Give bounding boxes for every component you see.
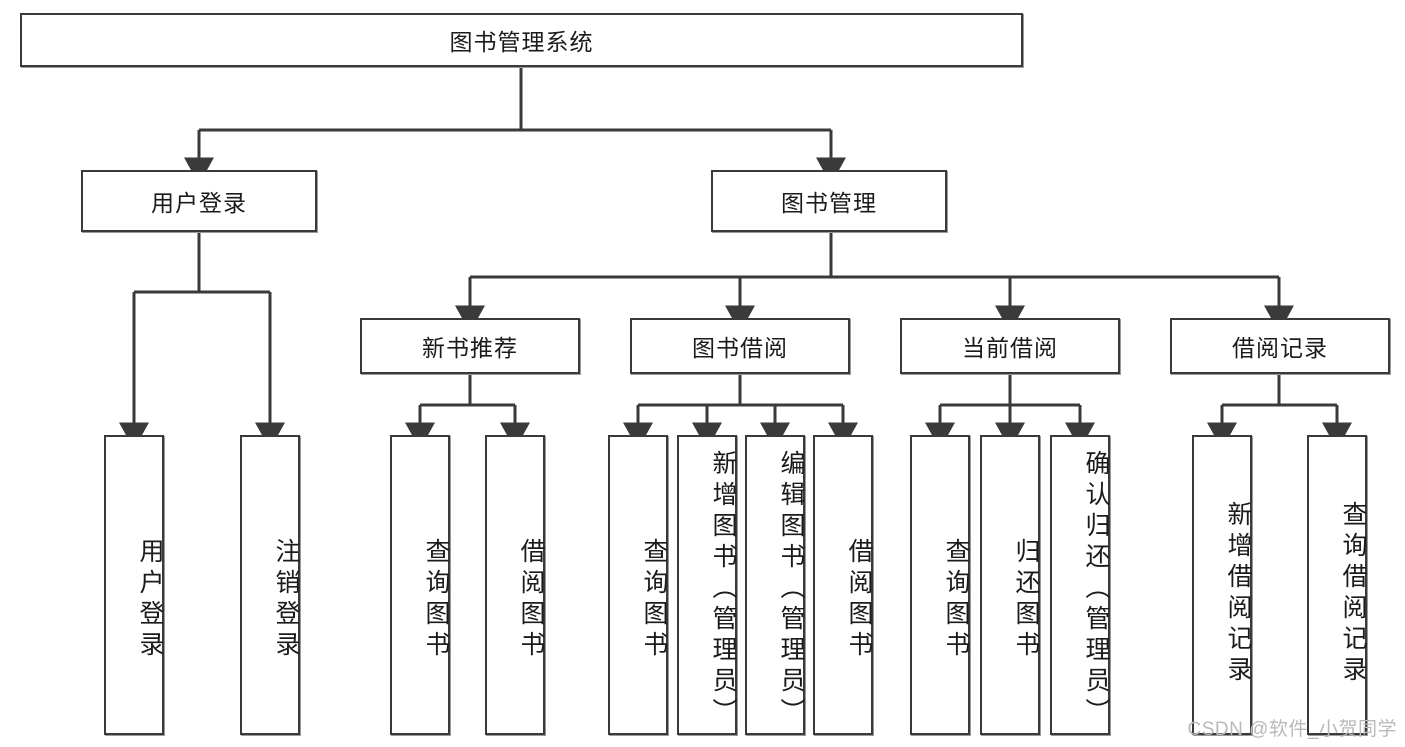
node-label: 图书管理系统 [449, 29, 594, 55]
node-label: 当前借阅 [962, 335, 1058, 361]
leaf-confirm-return-admin[interactable]: 确认归还（管理员） [1050, 435, 1110, 735]
node-label: 借阅记录 [1232, 335, 1328, 361]
node-book-borrow[interactable]: 图书借阅 [630, 318, 850, 374]
node-label: 编辑图书（管理员） [777, 449, 805, 729]
node-label: 归还图书 [1012, 538, 1040, 662]
node-label: 新书推荐 [422, 335, 518, 361]
node-label: 确认归还（管理员） [1082, 449, 1110, 729]
node-label: 查询图书 [942, 538, 970, 662]
leaf-user-login[interactable]: 用户登录 [104, 435, 164, 735]
node-label: 图书管理 [781, 190, 877, 216]
node-label: 用户登录 [136, 538, 164, 662]
node-borrow-records[interactable]: 借阅记录 [1170, 318, 1390, 374]
node-label: 图书借阅 [692, 335, 788, 361]
leaf-borrow-book[interactable]: 借阅图书 [813, 435, 873, 735]
leaf-search-borrow-record[interactable]: 查询借阅记录 [1307, 435, 1367, 735]
node-label: 查询借阅记录 [1339, 501, 1367, 687]
leaf-search-book[interactable]: 查询图书 [608, 435, 668, 735]
leaf-borrow-book-recommend[interactable]: 借阅图书 [485, 435, 545, 735]
node-root-system[interactable]: 图书管理系统 [20, 13, 1023, 67]
leaf-edit-book-admin[interactable]: 编辑图书（管理员） [745, 435, 805, 735]
node-current-borrow[interactable]: 当前借阅 [900, 318, 1120, 374]
node-label: 借阅图书 [517, 538, 545, 662]
leaf-search-book-current[interactable]: 查询图书 [910, 435, 970, 735]
node-book-management[interactable]: 图书管理 [711, 170, 947, 232]
node-label: 查询图书 [422, 538, 450, 662]
node-new-book-recommend[interactable]: 新书推荐 [360, 318, 580, 374]
leaf-user-logout[interactable]: 注销登录 [240, 435, 300, 735]
leaf-return-book[interactable]: 归还图书 [980, 435, 1040, 735]
node-label: 查询图书 [640, 538, 668, 662]
node-label: 借阅图书 [845, 538, 873, 662]
node-label: 新增图书（管理员） [709, 449, 737, 729]
node-label: 用户登录 [151, 190, 247, 216]
node-user-login[interactable]: 用户登录 [81, 170, 317, 232]
leaf-add-borrow-record[interactable]: 新增借阅记录 [1192, 435, 1252, 735]
node-label: 注销登录 [272, 538, 300, 662]
leaf-search-book-recommend[interactable]: 查询图书 [390, 435, 450, 735]
leaf-add-book-admin[interactable]: 新增图书（管理员） [677, 435, 737, 735]
node-label: 新增借阅记录 [1224, 501, 1252, 687]
